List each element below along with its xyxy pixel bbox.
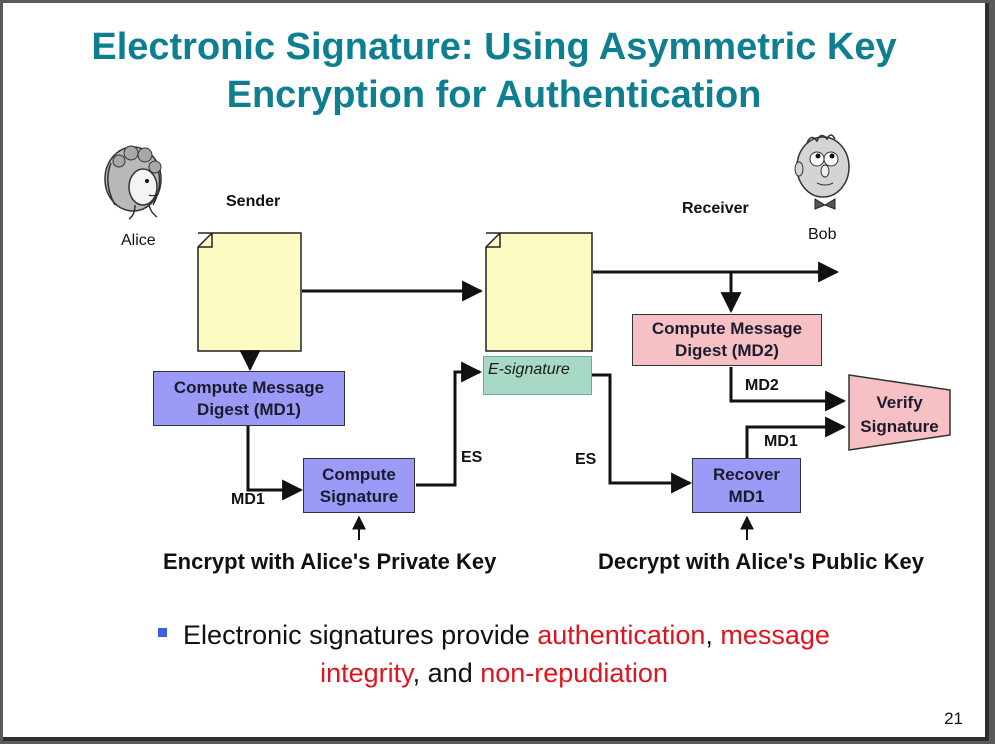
compute-md1-box: Compute Message Digest (MD1) — [153, 371, 345, 426]
verify-signature-label: Verify Signature — [860, 393, 939, 436]
diagram-graphics — [104, 134, 951, 540]
es-label-right: ES — [575, 451, 597, 468]
signed-document-icon — [485, 232, 593, 352]
e-signature-box: E-signature — [483, 356, 592, 395]
recover-md1-box: Recover MD1 — [692, 458, 801, 513]
compute-md2-box: Compute Message Digest (MD2) — [632, 314, 822, 366]
slide: Electronic Signature: Using Asymmetric K… — [3, 3, 989, 741]
bullet-text-3: , and — [412, 658, 481, 688]
compute-signature-box: Compute Signature — [303, 458, 415, 513]
verify-signature-shape — [848, 374, 951, 451]
bullet-text-1: Electronic signatures provide — [183, 620, 538, 650]
md2-label: MD2 — [745, 377, 779, 394]
md1-label-right: MD1 — [764, 433, 798, 450]
sender-document-icon — [197, 232, 302, 352]
md1-label-left: MD1 — [231, 491, 265, 508]
title-line-1: Electronic Signature: Using Asymmetric K… — [91, 26, 897, 68]
sender-label: Sender — [226, 193, 281, 210]
bob-avatar-icon — [794, 134, 850, 210]
bullet-line-1: Electronic signatures provide authentica… — [144, 616, 844, 692]
page-number: 21 — [944, 709, 963, 728]
receiver-label: Receiver — [682, 200, 749, 217]
title-line-2: Encryption for Authentication — [226, 74, 762, 116]
bullet-highlight-non-repudiation: non-repudiation — [480, 658, 668, 688]
bullet-highlight-message-integrity: message integrity — [320, 620, 830, 688]
alice-avatar-icon — [104, 145, 162, 220]
es-label-left: ES — [461, 449, 483, 466]
bullet-square-icon — [158, 628, 168, 638]
slide-title: Electronic Signature: Using Asymmetric K… — [3, 23, 985, 119]
decrypt-caption: Decrypt with Alice's Public Key — [598, 549, 924, 574]
alice-name: Alice — [121, 232, 156, 249]
bullet-highlight-authentication: authentication — [537, 620, 706, 650]
bullet-text-2: , — [705, 620, 721, 650]
bob-name: Bob — [808, 226, 837, 243]
encrypt-caption: Encrypt with Alice's Private Key — [163, 549, 497, 574]
